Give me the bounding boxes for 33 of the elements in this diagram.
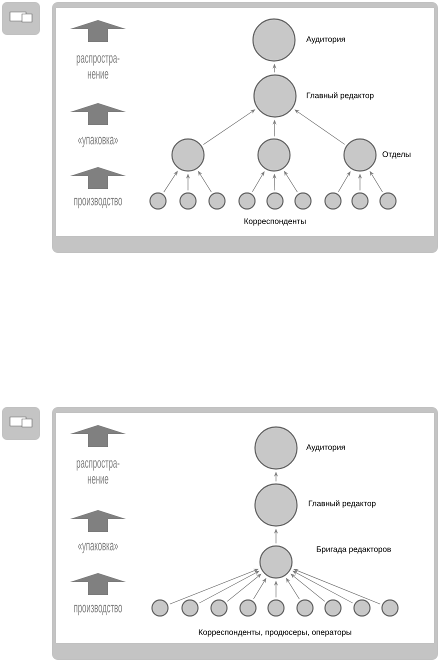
stage-label: распростра- нение (76, 55, 120, 79)
circle (294, 192, 312, 210)
circle (296, 599, 314, 617)
circle (238, 192, 256, 210)
circle (324, 192, 342, 210)
circle (379, 192, 397, 210)
stage-label: «упаковка» (78, 542, 118, 554)
circle (181, 599, 199, 617)
circle (381, 599, 399, 617)
circle (343, 138, 377, 172)
circle (179, 192, 197, 210)
stage-label: «упаковка» (78, 136, 118, 148)
circle (254, 483, 298, 527)
circle (252, 18, 296, 62)
circle (149, 192, 167, 210)
circle (210, 599, 228, 617)
stage-label: производство (74, 604, 122, 616)
circle (239, 599, 257, 617)
circle (257, 138, 291, 172)
circle (351, 192, 369, 210)
circle (267, 599, 285, 617)
stage-label: распростра- нение (76, 460, 120, 484)
circle (266, 192, 284, 210)
circle (254, 426, 298, 470)
circle (353, 599, 371, 617)
circle (324, 599, 342, 617)
arrow (203, 109, 256, 145)
circle (259, 545, 293, 579)
circle (151, 599, 169, 617)
stage-label: производство (74, 198, 122, 208)
circle (253, 74, 297, 118)
circle (208, 192, 226, 210)
circle (171, 138, 205, 172)
